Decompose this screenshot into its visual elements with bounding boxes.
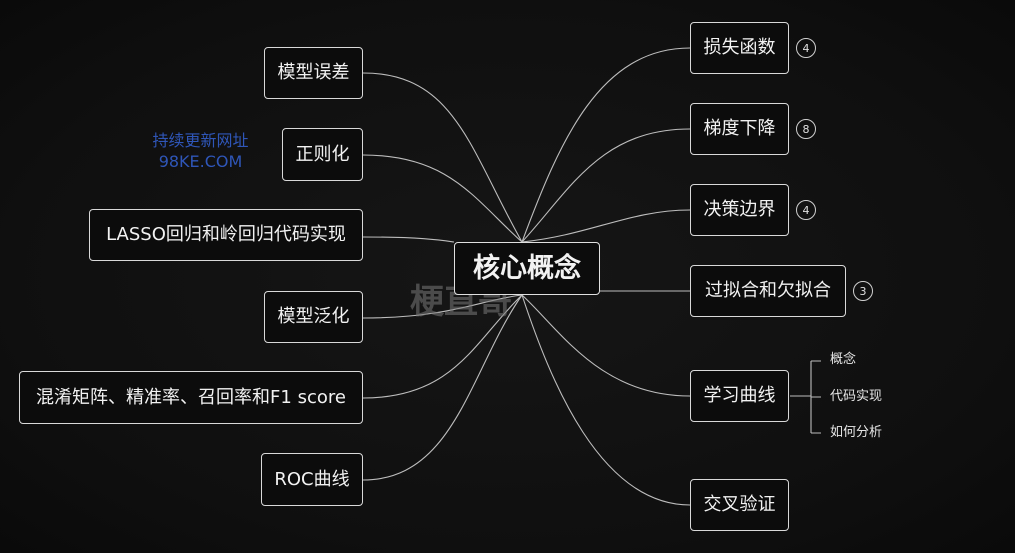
node-regularization[interactable]: 正则化 xyxy=(282,128,363,181)
connector-learning-curve xyxy=(521,294,691,397)
badge-gradient-descent: 8 xyxy=(796,119,816,139)
connector-loss-function xyxy=(521,47,691,243)
connector-regularization xyxy=(362,154,523,243)
connector-confusion-matrix xyxy=(362,294,523,399)
site-watermark-line2: 98KE.COM xyxy=(158,151,243,171)
connector-generalization xyxy=(362,294,523,319)
site-watermark: 持续更新网址 98KE.COM xyxy=(143,131,258,173)
node-roc[interactable]: ROC曲线 xyxy=(261,453,363,506)
node-model-error[interactable]: 模型误差 xyxy=(264,47,363,99)
node-decision-boundary[interactable]: 决策边界 xyxy=(690,184,789,236)
center-node[interactable]: 核心概念 xyxy=(454,242,600,295)
subnode-how-to-analyze[interactable]: 如何分析 xyxy=(830,425,883,440)
node-loss-function[interactable]: 损失函数 xyxy=(690,22,789,74)
subnode-concept[interactable]: 概念 xyxy=(830,352,857,367)
badge-decision-boundary: 4 xyxy=(796,200,816,220)
connector-lasso-ridge xyxy=(362,236,455,243)
connector-learning-curve-children xyxy=(790,360,821,434)
node-lasso-ridge[interactable]: LASSO回归和岭回归代码实现 xyxy=(89,209,363,261)
node-generalization[interactable]: 模型泛化 xyxy=(264,291,363,343)
node-cross-validation[interactable]: 交叉验证 xyxy=(690,479,789,531)
site-watermark-line1: 持续更新网址 xyxy=(152,131,249,150)
node-confusion-matrix[interactable]: 混淆矩阵、精准率、召回率和F1 score xyxy=(19,371,363,424)
node-gradient-descent[interactable]: 梯度下降 xyxy=(690,103,789,155)
node-overfit-underfit[interactable]: 过拟合和欠拟合 xyxy=(690,265,846,317)
node-learning-curve[interactable]: 学习曲线 xyxy=(690,370,789,422)
badge-overfit-underfit: 3 xyxy=(853,281,873,301)
connector-roc xyxy=(362,294,523,481)
connector-decision-boundary xyxy=(521,209,691,243)
connector-model-error xyxy=(362,72,523,243)
connector-gradient-descent xyxy=(521,128,691,243)
connector-cross-validation xyxy=(521,294,691,506)
badge-loss-function: 4 xyxy=(796,38,816,58)
subnode-code-implementation[interactable]: 代码实现 xyxy=(830,389,883,404)
